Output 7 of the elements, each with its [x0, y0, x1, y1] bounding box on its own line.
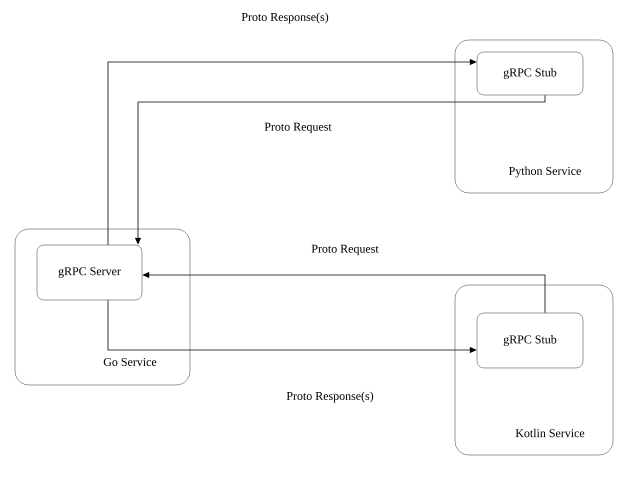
edge-label: Proto Request: [264, 122, 332, 134]
component-box: gRPC Stub: [476, 52, 584, 96]
component-box: gRPC Server: [36, 244, 142, 300]
component-box: gRPC Stub: [476, 312, 584, 368]
edge-label: Proto Response(s): [242, 12, 328, 24]
edge-label: Proto Response(s): [286, 392, 374, 402]
edge-label: Proto Request: [312, 244, 379, 256]
